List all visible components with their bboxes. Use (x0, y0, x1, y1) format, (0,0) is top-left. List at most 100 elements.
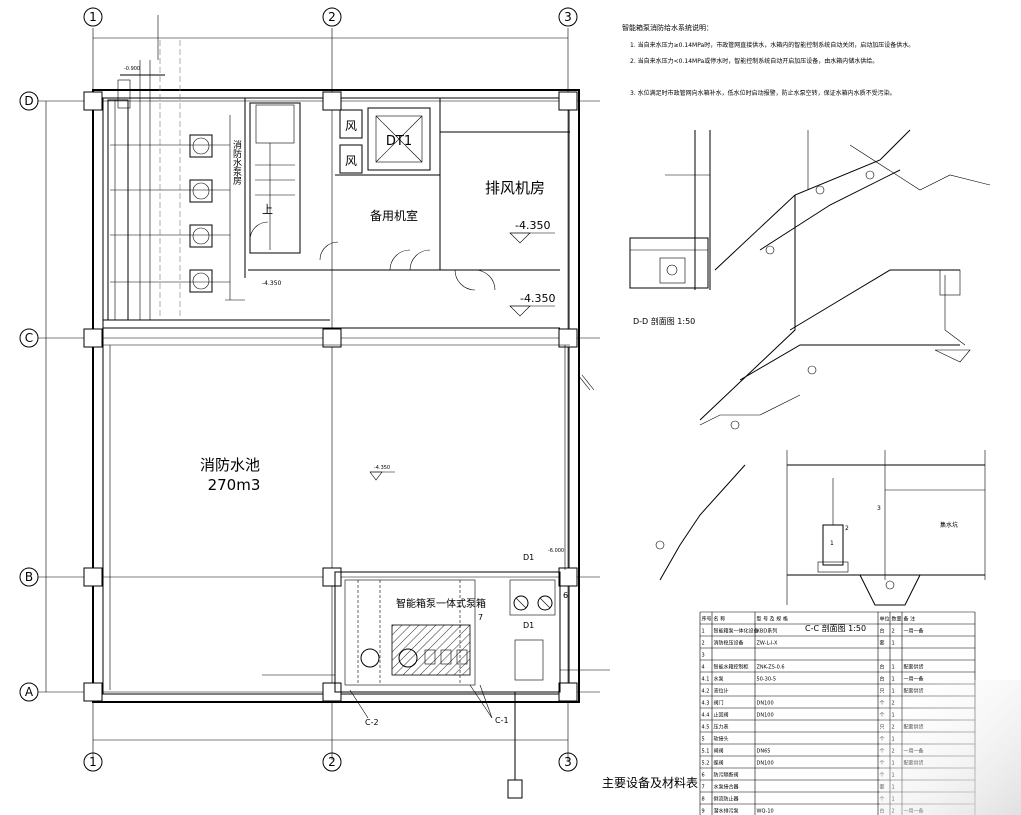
air-shaft-1-label: 风 (345, 119, 357, 133)
pump-room: 消防水泵房 -0.900 (107, 15, 245, 321)
table-cell: 一用一备 (904, 628, 924, 635)
table-cell: 水泵 (714, 676, 724, 683)
table-cell: 智能箱泵一体化设备 (714, 628, 759, 635)
table-cell: 7 (702, 785, 705, 791)
table-cell: 软接头 (714, 736, 729, 743)
level-riser: -0.900 (124, 66, 140, 72)
section-cc: 2 3 1 集水坑 C-C 剖面图 1:50 (786, 450, 986, 633)
svg-text:2: 2 (328, 10, 336, 24)
marker-1: 1 (830, 540, 834, 547)
table-cell: 阀门 (714, 700, 724, 707)
marker-6: 6 (563, 591, 568, 600)
pump-unit-4 (189, 269, 213, 293)
air-shaft-2-label: 风 (345, 154, 357, 168)
table-cell: 止回阀 (714, 712, 729, 719)
table-cell: 9 (702, 809, 705, 815)
svg-text:B: B (25, 570, 33, 584)
table-cell: 4.5 (702, 725, 710, 731)
marker-c1: C-1 (495, 716, 509, 725)
table-cell: 1 (892, 677, 895, 683)
pump-unit-3 (189, 224, 213, 248)
table-cell: 5.2 (702, 761, 710, 767)
table-cell: 1 (892, 641, 895, 647)
exhaust-room-label: 排风机房 (485, 179, 545, 197)
table-header-cell: 名 称 (714, 616, 726, 623)
grid-axes: 1 2 3 1 2 3 D C (19, 7, 600, 772)
top-rooms: 上 风 风 DT1 排风机房 备用机室 -4.350 -4.350 -4.3 (103, 98, 570, 329)
spare-room-label: 备用机室 (370, 208, 418, 223)
table-cell: DN100 (757, 761, 774, 767)
outer-walls (83, 89, 580, 703)
axis-bubble-C: C (19, 328, 39, 348)
svg-text:3: 3 (564, 10, 572, 24)
axis-bubble-D: D (19, 91, 39, 111)
table-cell: WQ-10 (757, 809, 774, 815)
tank-area: 智能箱泵一体式泵箱 -6.000 D1 D1 6 7 C-2 C-1 (262, 548, 610, 799)
table-cell: 6 (702, 773, 705, 779)
marker-d1-top: D1 (523, 553, 534, 562)
table-cell: 蝶阀 (714, 760, 724, 767)
svg-text:A: A (25, 685, 34, 699)
axis-bubble-1-top: 1 (83, 7, 103, 27)
table-cell: 2 (892, 629, 895, 635)
table-cell: DN100 (757, 713, 774, 719)
pump-unit-2 (189, 179, 213, 203)
marker-2: 2 (845, 525, 849, 532)
table-cell: 5.1 (702, 749, 710, 755)
notes-line-3: 3. 水位满足时市政管网向水箱补水，低水位时启动报警，防止水泵空转，保证水箱内水… (630, 89, 896, 97)
svg-text:C: C (25, 331, 33, 345)
table-header-cell: 单位 (880, 616, 890, 623)
table-cell: 套 (880, 640, 885, 647)
svg-text:1: 1 (89, 755, 97, 769)
table-cell: 配套供货 (904, 664, 924, 671)
table-header-cell: 型 号 及 规 格 (757, 616, 788, 623)
svg-text:1: 1 (89, 10, 97, 24)
level-pool: -4.350 (374, 465, 390, 471)
table-header-cell: 序号 (702, 616, 712, 623)
table-cell: 4.2 (702, 689, 710, 695)
table-cell: 一用一备 (904, 676, 924, 683)
table-cell: 4 (702, 665, 705, 671)
table-cell: 倒流防止器 (714, 796, 739, 803)
table-cell: 消防稳压设备 (714, 640, 744, 647)
table-cell: 3 (702, 653, 705, 659)
axis-bubble-2-bottom: 2 (322, 752, 342, 772)
axis-bubble-3-top: 3 (558, 7, 578, 27)
axis-bubble-3-bottom: 3 (558, 752, 578, 772)
fire-pool: 消防水池 270m3 -4.350 (103, 344, 595, 690)
table-cell: 5 (702, 737, 705, 743)
elevator-label: DT1 (386, 134, 412, 149)
axis-bubble-2-top: 2 (322, 7, 342, 27)
svg-text:2: 2 (328, 755, 336, 769)
level-tank-base: -6.000 (548, 548, 564, 554)
table-cell: 智能水箱控制柜 (714, 664, 749, 671)
table-cell: 4.3 (702, 701, 710, 707)
table-cell: 1 (892, 665, 895, 671)
notes-line-2: 2. 当自来水压力<0.14MPa或停水时，智能控制系统自动开启加压设备，由水箱… (630, 57, 878, 65)
notes-title: 智能箱泵消防给水系统说明： (622, 23, 713, 32)
table-cell: 压力表 (714, 724, 729, 731)
table-cell: 潜水排污泵 (714, 808, 739, 815)
marker-7: 7 (478, 613, 483, 622)
marker-c2: C-2 (365, 718, 379, 727)
table-cell: 台 (880, 628, 885, 635)
svg-text:D: D (24, 94, 33, 108)
notes-line-1: 1. 当自来水压力≥0.14MPa时，市政管网直接供水，水箱内的智能控制系统自动… (630, 41, 914, 49)
table-cell: 液位计 (714, 688, 729, 695)
table-cell: 8 (702, 797, 705, 803)
table-header-cell: 备 注 (904, 616, 916, 623)
table-cell: 台 (880, 664, 885, 671)
table-header-cell: 数量 (892, 616, 902, 623)
corner-fade (880, 680, 1021, 815)
level-stair: -4.350 (262, 280, 282, 287)
table-cell: DN100 (757, 701, 774, 707)
table-cell: ZW-L-I-X (757, 641, 779, 647)
table-cell: DN65 (757, 749, 771, 755)
isometric-piping (655, 129, 991, 581)
marker-3: 3 (877, 505, 881, 512)
table-cell: 1 (702, 629, 705, 635)
table-cell: 水泵接合器 (714, 784, 739, 791)
section-cc-title: C-C 剖面图 1:50 (805, 623, 866, 633)
